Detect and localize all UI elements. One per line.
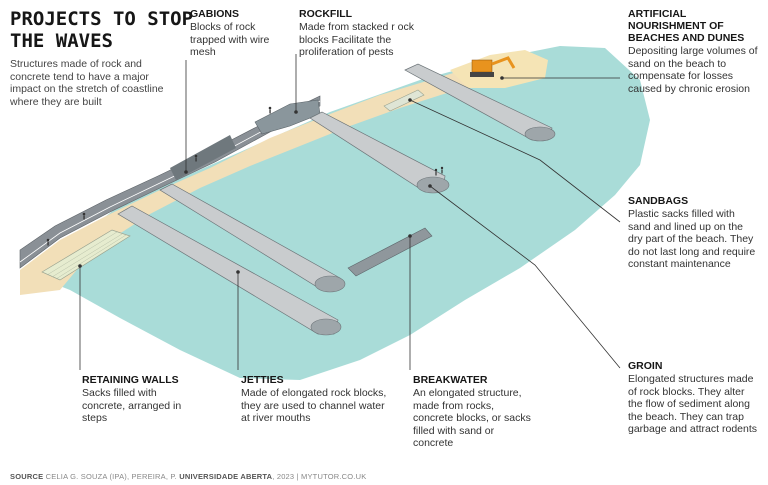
people-figures [46,106,444,246]
label-nourishment-heading: ARTIFICIAL NOURISHMENT OF BEACHES AND DU… [628,8,745,44]
sand-pile [450,50,548,88]
coastal-road [19,95,321,269]
left-groin-tip [314,275,346,293]
intro-text: Structures made of rock and concrete ten… [10,58,164,108]
label-jetties-heading: JETTIES [241,374,284,386]
jetty-tip [310,318,342,336]
label-nourishment: ARTIFICIAL NOURISHMENT OF BEACHES AND DU… [628,8,760,95]
retaining-wall-steps [41,229,131,281]
label-retaining-walls: RETAINING WALLS Sacks filled with concre… [82,374,194,425]
label-rockfill: ROCKFILL Made from stacked r ock blocks … [299,8,414,59]
excavator-icon [470,56,516,77]
breakwater [347,227,433,277]
label-rockfill-desc: Made from stacked r ock blocks Facilitat… [299,21,414,58]
label-gabions-heading: GABIONS [190,8,240,20]
label-groin: GROIN Elongated structures made of rock … [628,360,760,436]
source-prefix: SOURCE [10,472,44,481]
title-line-2: THE WAVES [10,30,113,52]
sandbags [383,89,425,112]
leader-lines [78,54,621,370]
label-groin-desc: Elongated structures made of rock blocks… [628,373,758,435]
rockfill-groin-tip [416,176,450,194]
label-gabions-desc: Blocks of rock trapped with wire mesh [190,21,270,58]
label-sandbags: SANDBAGS Plastic sacks filled with sand … [628,195,760,271]
label-jetties-desc: Made of elongated rock blocks, they are … [241,387,387,424]
label-nourishment-desc: Depositing large volumes of sand on the … [628,45,758,95]
label-breakwater-desc: An elongated structure, made from rocks,… [413,387,531,449]
source-suffix: , 2023 | MYTUTOR.CO.UK [272,472,367,481]
label-retaining-desc: Sacks filled with concrete, arranged in … [82,387,182,424]
source-institution: UNIVERSIDADE ABERTA [179,472,273,481]
sea [32,46,650,380]
source-authors: CELIA G. SOUZA (IPA), PEREIRA, P. [45,472,177,481]
source-credit: SOURCE CELIA G. SOUZA (IPA), PEREIRA, P.… [10,472,366,481]
label-breakwater-heading: BREAKWATER [413,374,488,386]
label-groin-heading: GROIN [628,360,663,372]
label-sandbags-desc: Plastic sacks filled with sand and lined… [628,208,756,270]
label-sandbags-heading: SANDBAGS [628,195,689,207]
label-retaining-heading: RETAINING WALLS [82,374,179,386]
page-title: PROJECTS TO STOP THE WAVES [10,8,210,52]
label-breakwater: BREAKWATER An elongated structure, made … [413,374,531,450]
label-rockfill-heading: ROCKFILL [299,8,353,20]
label-jetties: JETTIES Made of elongated rock blocks, t… [241,374,391,425]
title-line-1: PROJECTS TO STOP [10,8,194,30]
label-gabions: GABIONS Blocks of rock trapped with wire… [190,8,290,59]
gabion-wall [170,135,236,180]
right-groin-tip [524,126,556,142]
